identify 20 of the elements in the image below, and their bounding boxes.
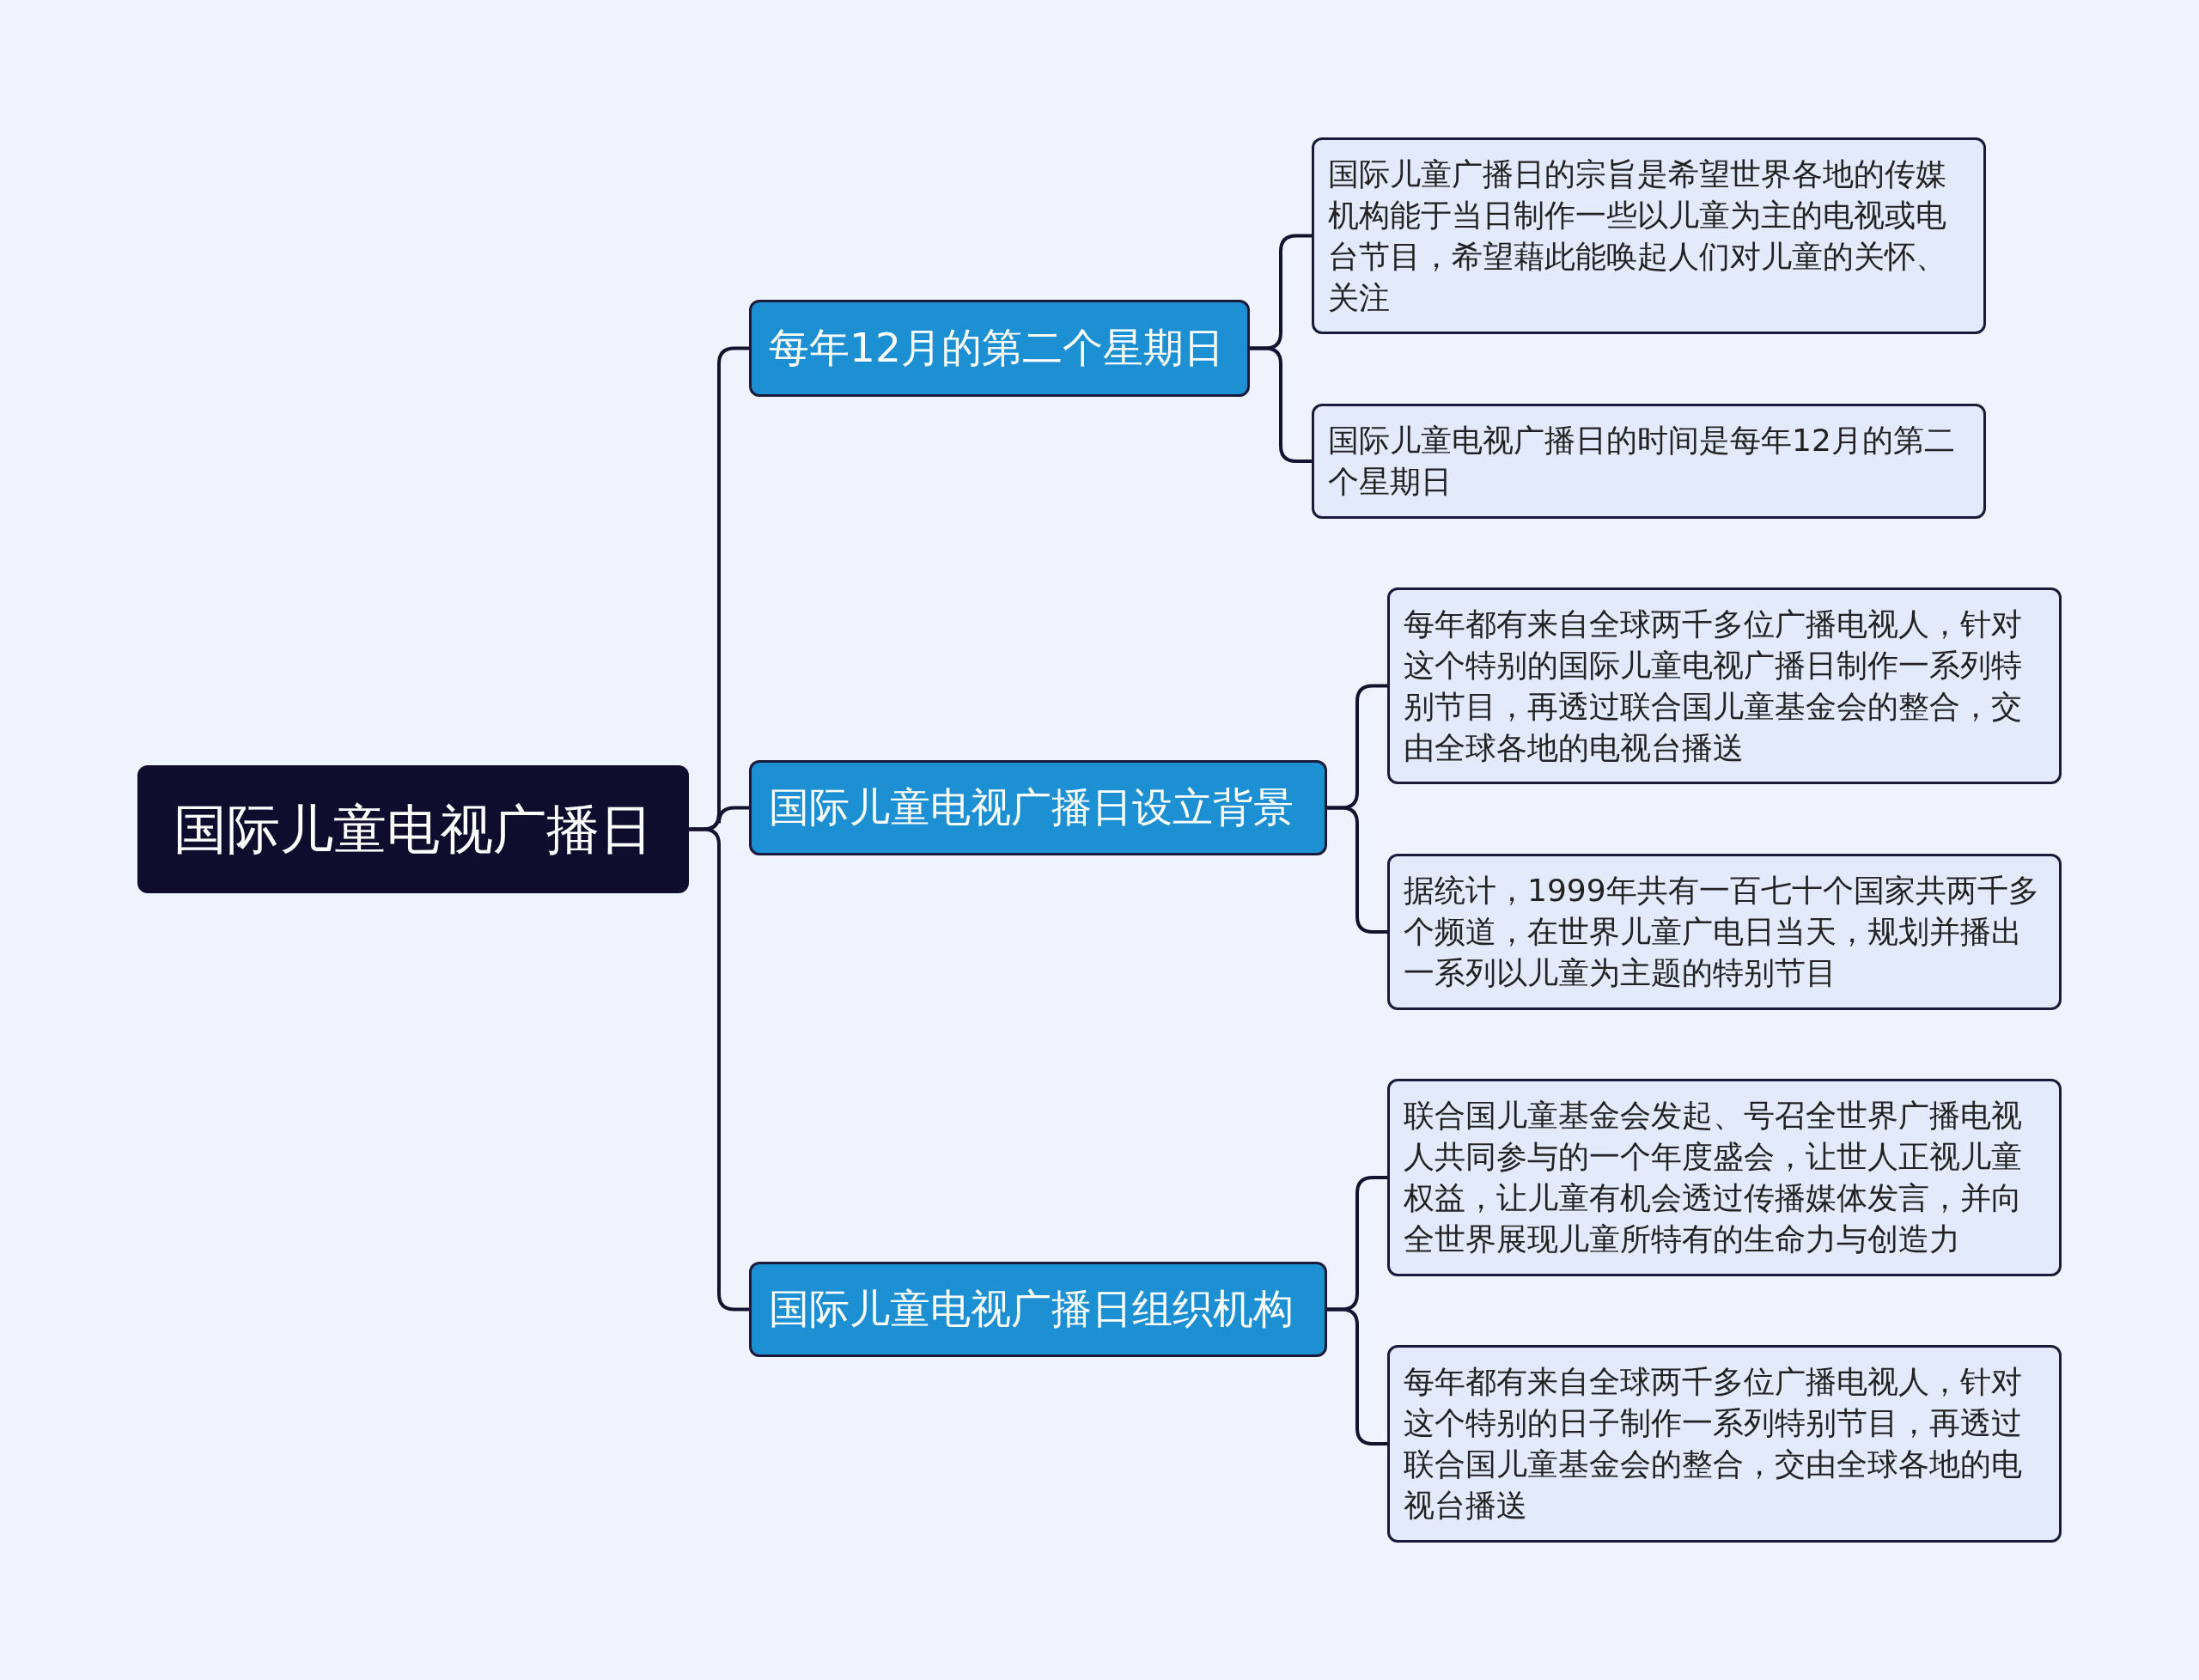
subtopic-text: 国际儿童电视广播日的时间是每年12月的第二个星期日	[1328, 422, 1956, 501]
subtopic-box	[1387, 1079, 2062, 1276]
subtopic-box	[1387, 587, 2062, 784]
topic-text: 每年12月的第二个星期日	[769, 323, 1224, 373]
topic-box	[749, 1262, 1327, 1357]
central-topic-box	[137, 765, 689, 893]
subtopic-text: 每年都有来自全球两千多位广播电视人，针对这个特别的日子制作一系列特别节目，再透过联合国儿童基金会的整合，交由全球各地的电视台播送	[1404, 1363, 2023, 1525]
topic-box	[749, 760, 1327, 855]
topic-text: 国际儿童电视广播日组织机构	[769, 1284, 1294, 1334]
subtopic-box	[1387, 1345, 2062, 1543]
subtopic-text: 每年都有来自全球两千多位广播电视人，针对这个特别的国际儿童电视广播日制作一系列特别节目，再透过联合国儿童基金会的整合，交由全球各地的电视台播送	[1404, 605, 2023, 767]
central-topic-text: 国际儿童电视广播日	[174, 796, 653, 862]
subtopic-text: 国际儿童广播日的宗旨是希望世界各地的传媒机构能于当日制作一些以儿童为主的电视或电台节目，希望藉此能唤起人们对儿童的关怀、关注	[1328, 155, 1947, 317]
topic-box	[749, 300, 1250, 397]
subtopic-box	[1312, 137, 1986, 334]
subtopic-text: 联合国儿童基金会发起、号召全世界广播电视人共同参与的一个年度盛会，让世人正视儿童权益，让儿童有机会透过传播媒体发言，并向全世界展现儿童所特有的生命力与创造力	[1404, 1097, 2023, 1258]
topic-text: 国际儿童电视广播日设立背景	[769, 782, 1294, 832]
subtopic-box	[1312, 404, 1986, 519]
subtopic-box	[1387, 854, 2062, 1010]
subtopic-text: 据统计，1999年共有一百七十个国家共两千多个频道，在世界儿童广电日当天，规划并播出一系列以儿童为主题的特别节目	[1404, 872, 2040, 992]
